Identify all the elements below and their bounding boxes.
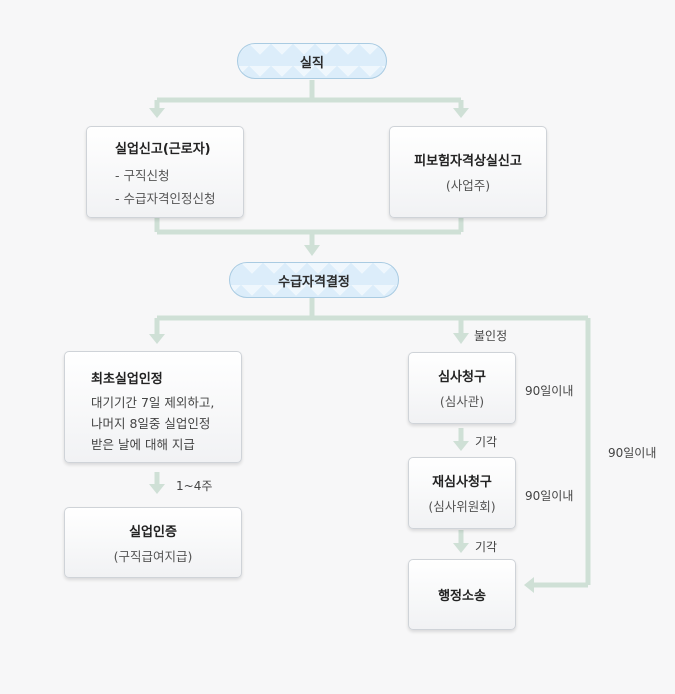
job-loss-node: 실직: [237, 43, 387, 79]
eligibility-decision-label: 수급자격결정: [278, 274, 350, 290]
period-label: 1~4주: [176, 479, 213, 493]
unemployment-report-box: 실업신고(근로자) - 구직신청 - 수급자격인정신청: [86, 126, 244, 218]
first-recognition-box: 최초실업인정 대기기간 7일 제외하고, 나머지 8일중 실업인정 받은 날에 …: [64, 351, 242, 463]
insurance-loss-report-box: 피보험자격상실신고 (사업주): [389, 126, 547, 218]
eligibility-decision-node: 수급자격결정: [229, 262, 399, 298]
first-recognition-line-3: 받은 날에 대해 지급: [91, 437, 195, 452]
insurance-loss-report-sub: (사업주): [445, 178, 491, 193]
dismissed-label-2: 기각: [475, 540, 498, 554]
certification-title: 실업인증: [129, 524, 177, 540]
review-request-box: 심사청구 (심사관): [408, 352, 516, 424]
certification-box: 실업인증 (구직급여지급): [64, 507, 242, 578]
not-recognized-label: 불인정: [474, 329, 508, 343]
insurance-loss-report-title: 피보험자격상실신고: [414, 154, 522, 169]
report-item-job-seeking: - 구직신청: [115, 167, 170, 183]
unemployment-report-title: 실업신고(근로자): [115, 141, 211, 157]
first-recognition-title: 최초실업인정: [91, 372, 163, 387]
first-recognition-line-2: 나머지 8일중 실업인정: [91, 416, 211, 431]
dismissed-label-1: 기각: [475, 435, 498, 449]
re-review-deadline-label: 90일이내: [525, 489, 574, 503]
re-review-request-sub: (심사위원회): [428, 499, 496, 514]
administrative-lawsuit-box: 행정소송: [408, 559, 516, 630]
review-request-title: 심사청구: [438, 370, 486, 385]
administrative-lawsuit-title: 행정소송: [438, 589, 486, 604]
re-review-request-title: 재심사청구: [432, 475, 492, 490]
report-item-eligibility-application: - 수급자격인정신청: [115, 190, 216, 206]
job-loss-label: 실직: [300, 55, 324, 71]
re-review-request-box: 재심사청구 (심사위원회): [408, 457, 516, 529]
first-recognition-line-1: 대기기간 7일 제외하고,: [91, 395, 215, 410]
review-request-sub: (심사관): [439, 394, 485, 409]
lawsuit-deadline-label: 90일이내: [608, 446, 657, 460]
certification-sub: (구직급여지급): [113, 548, 193, 564]
review-deadline-label: 90일이내: [525, 384, 574, 398]
